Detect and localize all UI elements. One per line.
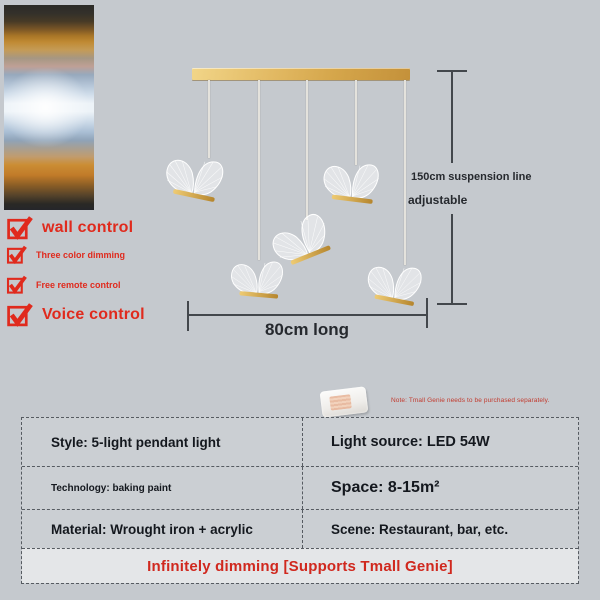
spec-cell-material: Material: Wrought iron + acrylic — [22, 510, 303, 548]
suspension-measure-label: 150cm suspension line — [411, 171, 532, 183]
table-row: Style: 5-light pendant light Light sourc… — [22, 418, 578, 466]
width-measure-line — [187, 314, 427, 316]
width-measure-label: 80cm long — [264, 320, 350, 339]
checkbox-checked-icon — [6, 274, 27, 295]
suspension-wire — [355, 80, 357, 165]
suspension-wire — [208, 80, 210, 158]
genie-screen — [329, 394, 352, 411]
feature-item-wall-control: wall control — [6, 214, 133, 241]
tmall-genie-image — [319, 386, 369, 418]
suspension-measure-label-2: adjustable — [408, 193, 468, 207]
suspension-wire — [306, 80, 308, 220]
checkbox-checked-icon — [6, 214, 33, 241]
measure-cap — [426, 298, 428, 328]
butterfly-light — [367, 266, 423, 307]
suspension-measure-line — [451, 214, 453, 304]
suspension-measure-line — [451, 70, 453, 163]
feature-item-voice-control: Voice control — [6, 301, 145, 328]
color-temperature-strip — [4, 5, 94, 210]
spec-cell-space: Space: 8-15m² — [331, 479, 440, 496]
table-row: Technology: baking paint Space: 8-15m² — [22, 466, 578, 509]
spec-cell-light-source: Light source: LED 54W — [331, 434, 490, 450]
feature-item-free-remote-control: Free remote control — [6, 274, 121, 295]
suspension-wire — [258, 80, 260, 260]
spec-cell-technology: Technology: baking paint — [22, 467, 303, 509]
butterfly-light — [322, 163, 381, 207]
feature-label: wall control — [42, 218, 134, 236]
spec-footer: Infinitely dimming [Supports Tmall Genie… — [22, 548, 578, 583]
measure-cap — [187, 301, 189, 331]
feature-label: Voice control — [42, 305, 145, 323]
checkbox-checked-icon — [6, 244, 27, 265]
butterfly-light — [164, 159, 224, 203]
measure-cap — [437, 303, 467, 305]
table-row: Material: Wrought iron + acrylic Scene: … — [22, 509, 578, 548]
ceiling-mount-bar — [192, 68, 410, 80]
feature-label: Three color dimming — [36, 249, 126, 260]
spec-cell-style: Style: 5-light pendant light — [22, 418, 303, 466]
feature-label: Free remote control — [36, 279, 121, 290]
spec-table: Style: 5-light pendant light Light sourc… — [21, 417, 579, 584]
suspension-wire — [404, 80, 406, 265]
feature-item-three-color-dimming: Three color dimming — [6, 244, 125, 265]
spec-cell-scene: Scene: Restaurant, bar, etc. — [331, 521, 509, 537]
checkbox-checked-icon — [6, 301, 33, 328]
genie-note-text: Note: Tmall Genie needs to be purchased … — [391, 397, 550, 404]
